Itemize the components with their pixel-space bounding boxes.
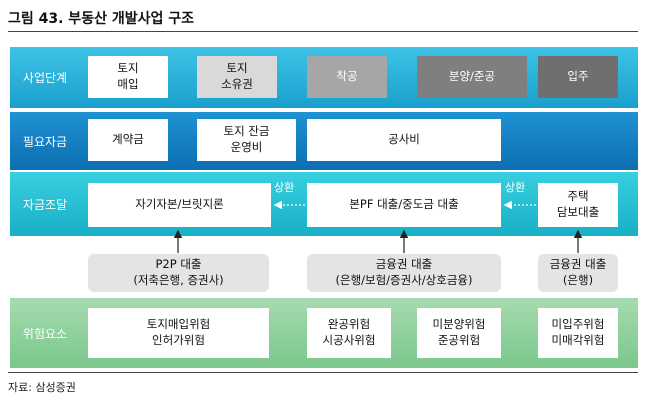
- funds-construction-cost-box: 공사비: [307, 119, 501, 161]
- funds-land-balance-box: 토지 잔금 운영비: [197, 119, 296, 161]
- stage-land-ownership-box: 토지 소유권: [197, 56, 277, 98]
- source-note: 자료: 삼성증권: [8, 381, 76, 394]
- stage-construction-box: 착공: [307, 56, 387, 98]
- risk-completion-contractor-box: 완공위험 시공사위험: [307, 308, 391, 358]
- source-rule: [8, 372, 638, 373]
- risk-label: 위험요소: [22, 326, 68, 341]
- risk-land-permit-box: 토지매입위험 인허가위험: [88, 308, 269, 358]
- loan-bank-pill: 금융권 대출 (은행): [538, 254, 618, 292]
- risk-vacancy-unsold-box: 미입주위험 미매각위험: [538, 308, 618, 358]
- figure-title: 그림 43. 부동산 개발사업 구조: [8, 11, 194, 27]
- stage-move-in-box: 입주: [538, 56, 618, 98]
- title-rule: [8, 31, 638, 32]
- stage-sale-completion-box: 분양/준공: [417, 56, 527, 98]
- risk-unsold-completion-box: 미분양위험 준공위험: [417, 308, 501, 358]
- stage-land-purchase-box: 토지 매입: [88, 56, 168, 98]
- financing-label: 자금조달: [22, 197, 68, 212]
- financing-equity-bridge-box: 자기자본/브릿지론: [88, 183, 271, 227]
- funds-label: 필요자금: [22, 134, 68, 149]
- stage-label: 사업단계: [22, 71, 68, 85]
- loan-p2p-pill: P2P 대출 (저축은행, 증권사): [88, 254, 269, 292]
- repay-note-1: 상환: [274, 181, 295, 194]
- loan-financial-pill: 금융권 대출 (은행/보험/증권사/상호금융): [307, 254, 501, 292]
- financing-mortgage-box: 주택 담보대출: [538, 183, 618, 227]
- financing-pf-loan-box: 본PF 대출/중도금 대출: [307, 183, 501, 227]
- funds-deposit-box: 계약금: [88, 119, 168, 161]
- repay-note-2: 상환: [505, 181, 526, 194]
